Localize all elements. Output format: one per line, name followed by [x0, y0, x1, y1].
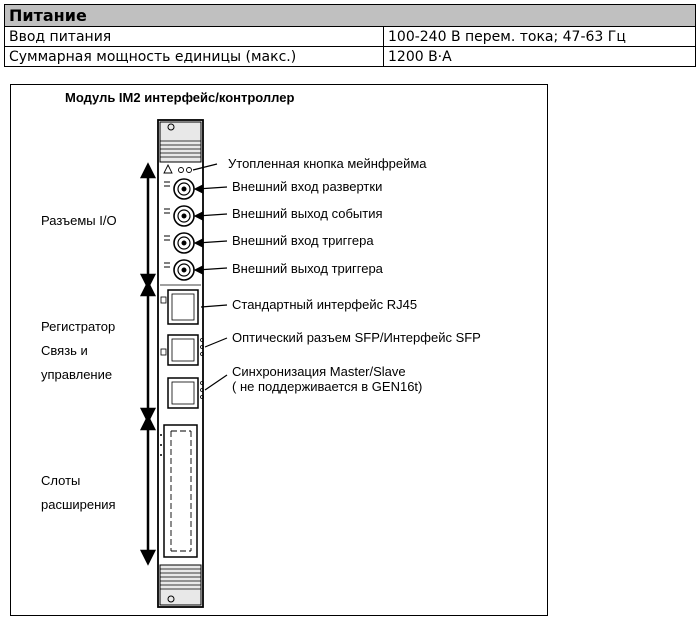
im2-module-figure: Модуль IM2 интерфейс/контроллер: [10, 84, 548, 616]
callout-event-out: Внешний выход события: [232, 206, 383, 221]
callout-sweep-in: Внешний вход развертки: [232, 179, 383, 194]
spec-row-power-input: Ввод питания 100-240 В перем. тока; 47-6…: [4, 26, 696, 47]
group-label-comm: Связь и: [41, 343, 88, 358]
module-panel: [157, 119, 204, 608]
spec-row-value: 100-240 В перем. тока; 47-63 Гц: [383, 26, 696, 47]
group-label-slots: Слоты: [41, 473, 81, 488]
callout-lines: [192, 163, 228, 391]
callout-trigger-in: Внешний вход триггера: [232, 233, 374, 248]
callout-sync-note: ( не поддерживается в GEN16t): [232, 379, 423, 394]
callout-trigger-out: Внешний выход триггера: [232, 261, 383, 276]
module-diagram: [139, 119, 228, 608]
callout-mainframe-button: Утопленная кнопка мейнфрейма: [228, 156, 427, 171]
sfp-port: [160, 334, 204, 366]
mainframe-button: [163, 163, 192, 174]
group-label-control: управление: [41, 367, 113, 382]
power-spec-table: Питание Ввод питания 100-240 В перем. то…: [4, 4, 696, 67]
group-label-registrar: Регистратор: [41, 319, 116, 334]
sync-port: [167, 377, 204, 409]
spec-row-value: 1200 В·А: [383, 46, 696, 67]
rj45-port: [160, 289, 199, 325]
callout-sfp: Оптический разъем SFP/Интерфейс SFP: [232, 330, 481, 345]
registrar-group-arrow: [139, 280, 157, 424]
spec-row-total-power: Суммарная мощность единицы (макс.) 1200 …: [4, 46, 696, 67]
spec-table-header-row: Питание: [4, 4, 696, 27]
group-label-io: Разъемы I/O: [41, 213, 117, 228]
spec-row-name: Суммарная мощность единицы (макс.): [4, 46, 384, 67]
spec-table-title: Питание: [4, 4, 696, 27]
figure-title: Модуль IM2 интерфейс/контроллер: [65, 90, 295, 105]
group-label-expansion: расширения: [41, 497, 116, 512]
spec-row-name: Ввод питания: [4, 26, 384, 47]
callout-rj45: Стандартный интерфейс RJ45: [232, 297, 418, 312]
slots-group-arrow: [139, 414, 157, 566]
io-group-arrow: [139, 162, 157, 290]
callout-sync: Синхронизация Master/Slave: [232, 364, 406, 379]
expansion-slot: [160, 424, 198, 558]
